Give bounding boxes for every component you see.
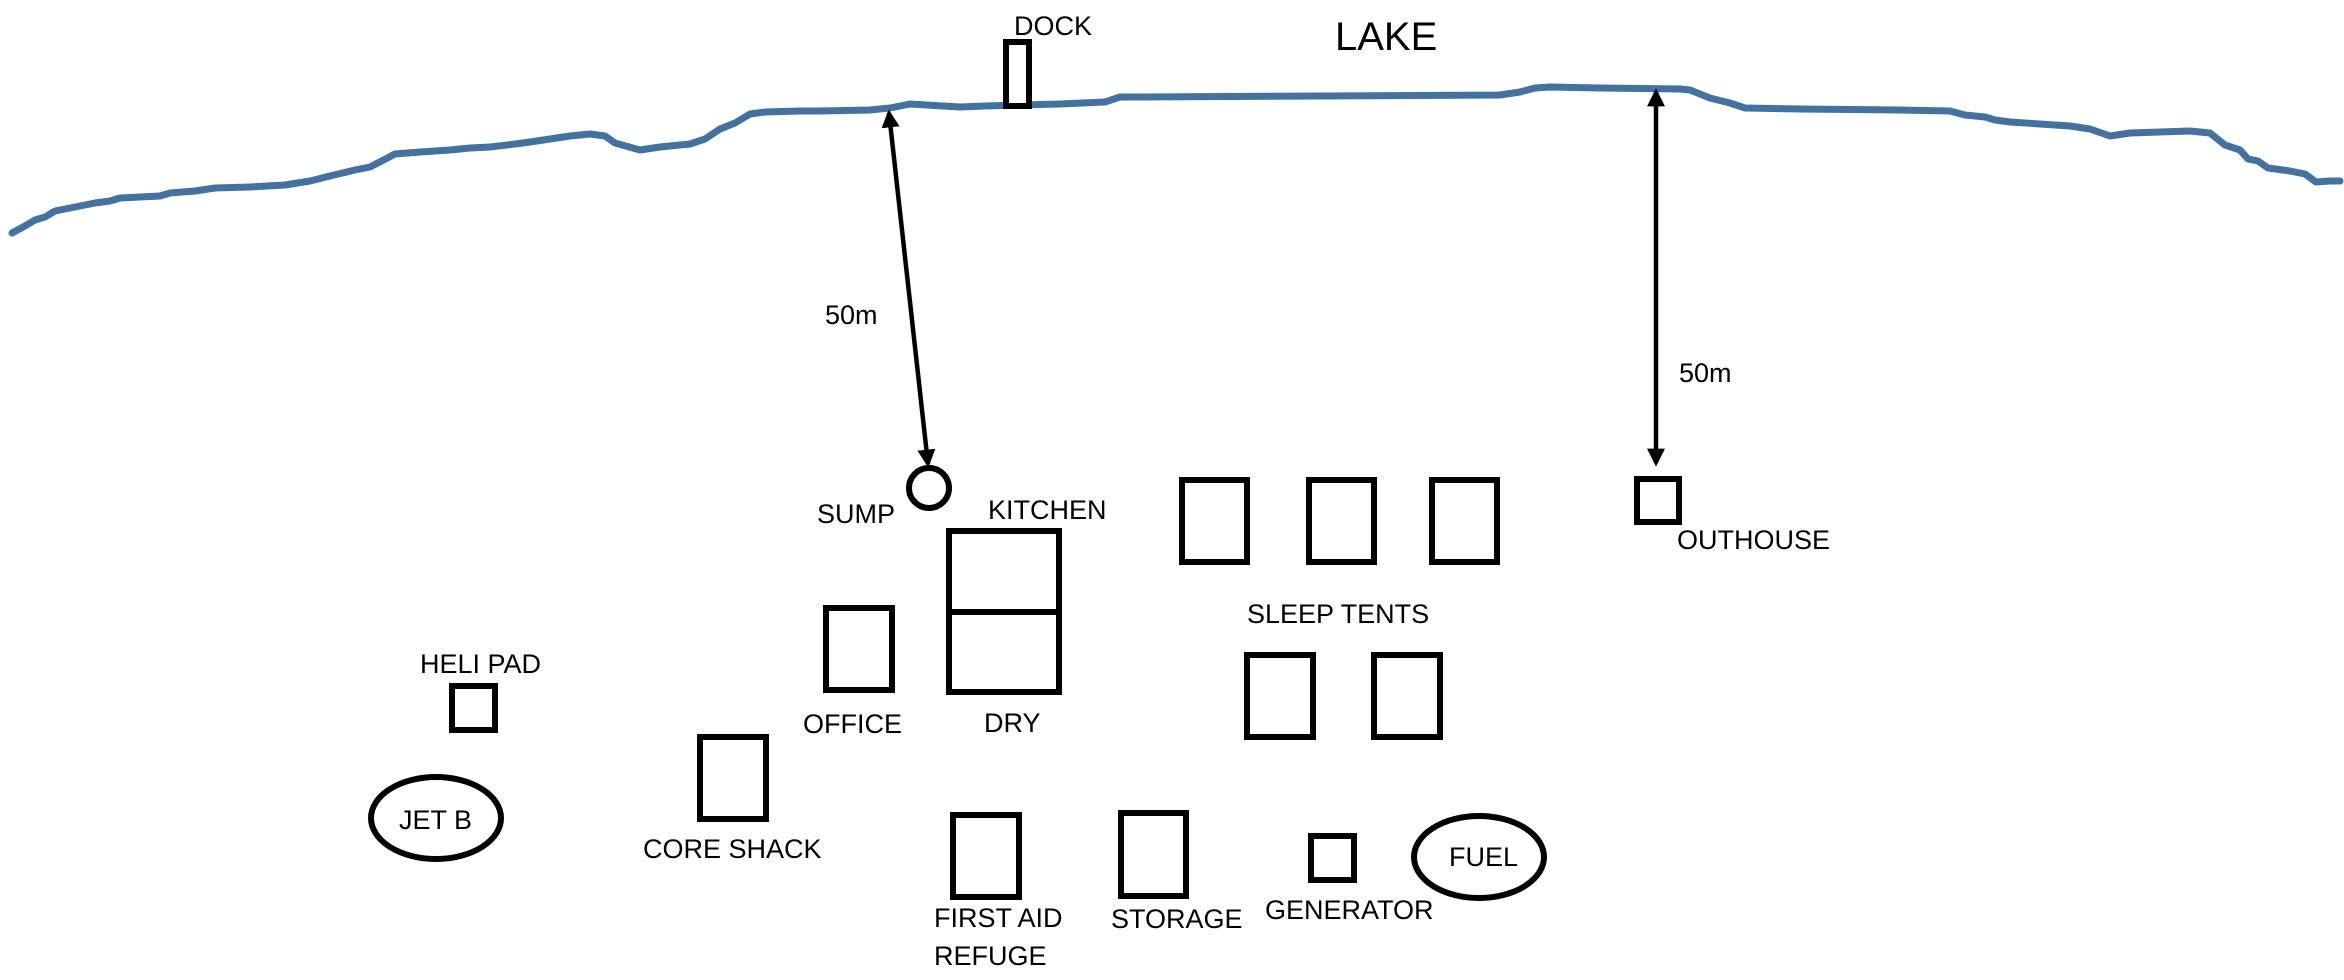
- sump: [906, 465, 952, 511]
- dock: [1003, 39, 1032, 109]
- fuel-label: FUEL: [1449, 842, 1518, 872]
- jet-b-label: JET B: [399, 805, 472, 835]
- kitchen-label: KITCHEN: [988, 495, 1107, 525]
- office-label: OFFICE: [803, 709, 902, 739]
- generator: [1308, 833, 1357, 883]
- storage-label: STORAGE: [1111, 904, 1243, 934]
- dry-label: DRY: [984, 708, 1041, 738]
- core-shack-label: CORE SHACK: [643, 834, 822, 864]
- sump-distance-arrow: [881, 109, 936, 468]
- outhouse-label: OUTHOUSE: [1677, 525, 1830, 555]
- kitchen: [946, 528, 1062, 615]
- sleep-tent: [1429, 477, 1500, 565]
- storage: [1118, 810, 1189, 899]
- lake-shoreline: [8, 83, 2344, 237]
- generator-label: GENERATOR: [1265, 895, 1434, 925]
- first-aid-refuge: [950, 812, 1022, 900]
- first-aid-label-line1: FIRST AID: [934, 903, 1063, 933]
- lake-label: LAKE: [1335, 15, 1437, 59]
- office: [823, 605, 895, 693]
- sleep-tent: [1371, 652, 1443, 740]
- sump-label: SUMP: [817, 499, 895, 529]
- outhouse: [1634, 476, 1682, 525]
- sleep-tent: [1306, 477, 1377, 565]
- jet-b-tank: [368, 774, 504, 862]
- heli-pad: [449, 683, 498, 733]
- sleep-tents-label: SLEEP TENTS: [1247, 599, 1429, 629]
- fuel-tank: [1411, 813, 1547, 901]
- first-aid-label-line2: REFUGE: [934, 941, 1047, 971]
- sump-distance-label: 50m: [825, 300, 878, 330]
- core-shack: [697, 734, 769, 822]
- dry: [946, 609, 1062, 695]
- dock-label: DOCK: [1014, 11, 1092, 41]
- sleep-tent: [1244, 652, 1316, 740]
- sleep-tent: [1179, 477, 1250, 565]
- outhouse-distance-label: 50m: [1679, 358, 1732, 388]
- heli-pad-label: HELI PAD: [420, 649, 541, 679]
